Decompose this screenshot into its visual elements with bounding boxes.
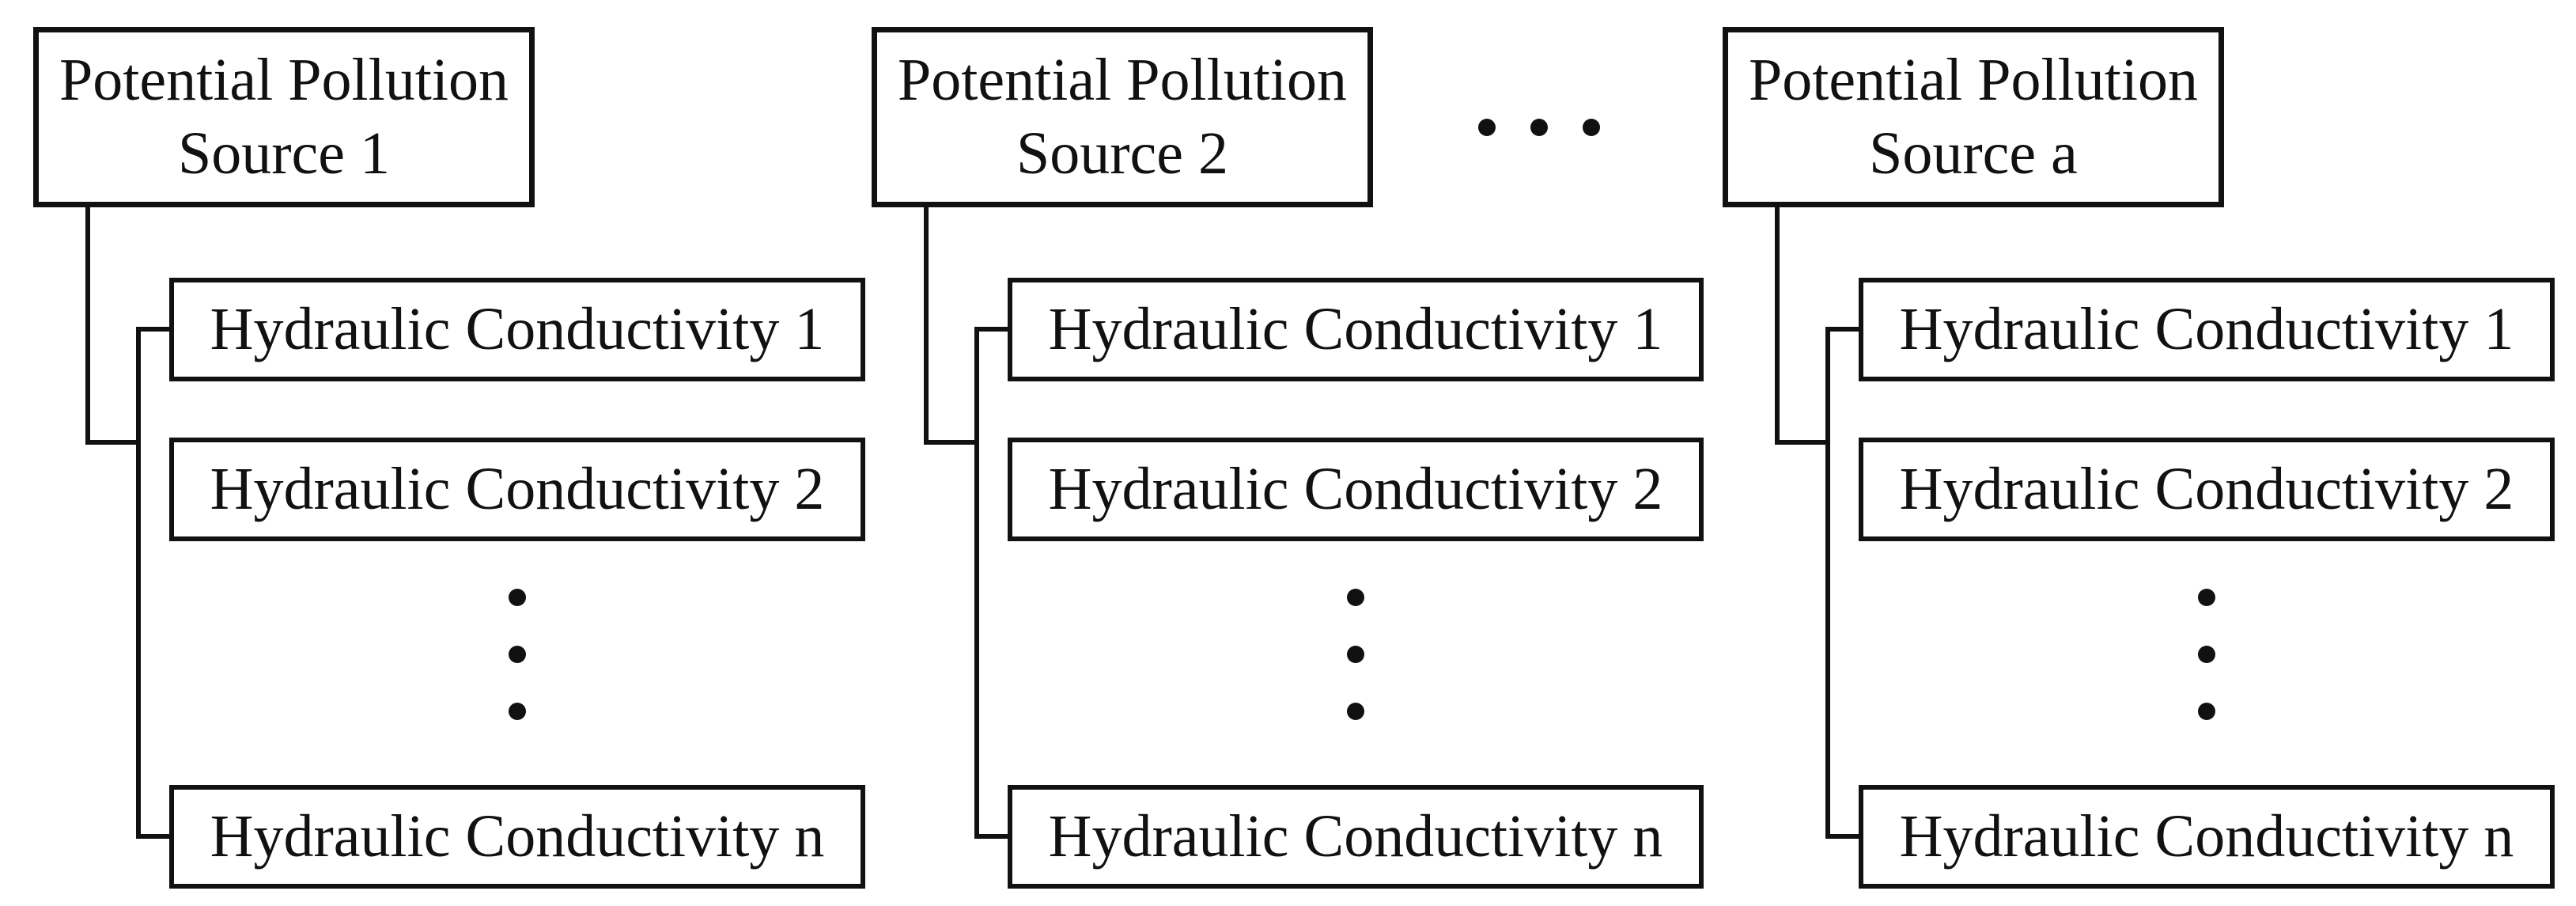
ellipsis-dot bbox=[509, 589, 526, 606]
hydraulic-conductivity-label: Hydraulic Conductivity 2 bbox=[1899, 456, 2514, 522]
source-label-line2: Source 1 bbox=[177, 120, 391, 187]
connector-descender bbox=[85, 207, 90, 445]
source-box-2: Potential Pollution Source 2 bbox=[872, 27, 1373, 207]
ellipsis-dot bbox=[1347, 589, 1364, 606]
hydraulic-conductivity-box-2: Hydraulic Conductivity 2 bbox=[169, 438, 865, 541]
hydraulic-conductivity-label: Hydraulic Conductivity n bbox=[210, 803, 825, 870]
hydraulic-conductivity-label: Hydraulic Conductivity 2 bbox=[210, 456, 825, 522]
source-label-line2: Source 2 bbox=[1016, 120, 1229, 187]
ellipsis-dot bbox=[1583, 119, 1600, 136]
vertical-ellipsis-icon bbox=[1347, 589, 1364, 760]
connector-stub-top bbox=[1825, 327, 1863, 332]
hydraulic-conductivity-box-2: Hydraulic Conductivity 2 bbox=[1008, 438, 1704, 541]
connector-stub-top bbox=[136, 327, 174, 332]
vertical-ellipsis-icon bbox=[2198, 589, 2215, 760]
connector-stub-top bbox=[974, 327, 1012, 332]
ellipsis-dot bbox=[509, 646, 526, 663]
connector-spine bbox=[136, 327, 141, 839]
connector-jog bbox=[1775, 440, 1830, 445]
pollution-source-group-2: Potential Pollution Source 2 Hydraulic C… bbox=[872, 0, 1710, 906]
horizontal-ellipsis-icon bbox=[1478, 119, 1600, 136]
connector-descender bbox=[1775, 207, 1780, 445]
hydraulic-conductivity-label: Hydraulic Conductivity n bbox=[1899, 803, 2514, 870]
source-label-line1: Potential Pollution bbox=[898, 47, 1347, 114]
source-label-line1: Potential Pollution bbox=[59, 47, 509, 114]
pollution-source-group-a: Potential Pollution Source a Hydraulic C… bbox=[1723, 0, 2561, 906]
hydraulic-conductivity-label: Hydraulic Conductivity 1 bbox=[1048, 296, 1663, 362]
hydraulic-conductivity-box-n: Hydraulic Conductivity n bbox=[1008, 785, 1704, 889]
connector-spine bbox=[1825, 327, 1830, 839]
connector-spine bbox=[974, 327, 979, 839]
ellipsis-dot bbox=[2198, 589, 2215, 606]
source-box-1: Potential Pollution Source 1 bbox=[33, 27, 535, 207]
hydraulic-conductivity-box-1: Hydraulic Conductivity 1 bbox=[169, 278, 865, 381]
hydraulic-conductivity-label: Hydraulic Conductivity 1 bbox=[210, 296, 825, 362]
connector-jog bbox=[85, 440, 141, 445]
ellipsis-dot bbox=[1530, 119, 1548, 136]
connector-stub-bottom bbox=[1825, 834, 1863, 839]
ellipsis-dot bbox=[509, 703, 526, 720]
connector-stub-bottom bbox=[974, 834, 1012, 839]
hydraulic-conductivity-label: Hydraulic Conductivity 1 bbox=[1899, 296, 2514, 362]
hydraulic-conductivity-label: Hydraulic Conductivity 2 bbox=[1048, 456, 1663, 522]
connector-descender bbox=[924, 207, 929, 445]
connector-stub-bottom bbox=[136, 834, 174, 839]
hydraulic-conductivity-box-n: Hydraulic Conductivity n bbox=[169, 785, 865, 889]
ellipsis-dot bbox=[1347, 703, 1364, 720]
source-label-line2: Source a bbox=[1869, 120, 2078, 187]
hydraulic-conductivity-box-2: Hydraulic Conductivity 2 bbox=[1859, 438, 2555, 541]
hydraulic-conductivity-box-n: Hydraulic Conductivity n bbox=[1859, 785, 2555, 889]
source-label-line1: Potential Pollution bbox=[1749, 47, 2198, 114]
source-box-a: Potential Pollution Source a bbox=[1723, 27, 2224, 207]
pollution-source-group-1: Potential Pollution Source 1 Hydraulic C… bbox=[33, 0, 872, 906]
hydraulic-conductivity-box-1: Hydraulic Conductivity 1 bbox=[1008, 278, 1704, 381]
hydraulic-conductivity-label: Hydraulic Conductivity n bbox=[1048, 803, 1663, 870]
hydraulic-conductivity-box-1: Hydraulic Conductivity 1 bbox=[1859, 278, 2555, 381]
vertical-ellipsis-icon bbox=[509, 589, 526, 760]
ellipsis-dot bbox=[2198, 646, 2215, 663]
ellipsis-dot bbox=[2198, 703, 2215, 720]
ellipsis-dot bbox=[1478, 119, 1496, 136]
ellipsis-dot bbox=[1347, 646, 1364, 663]
connector-jog bbox=[924, 440, 979, 445]
